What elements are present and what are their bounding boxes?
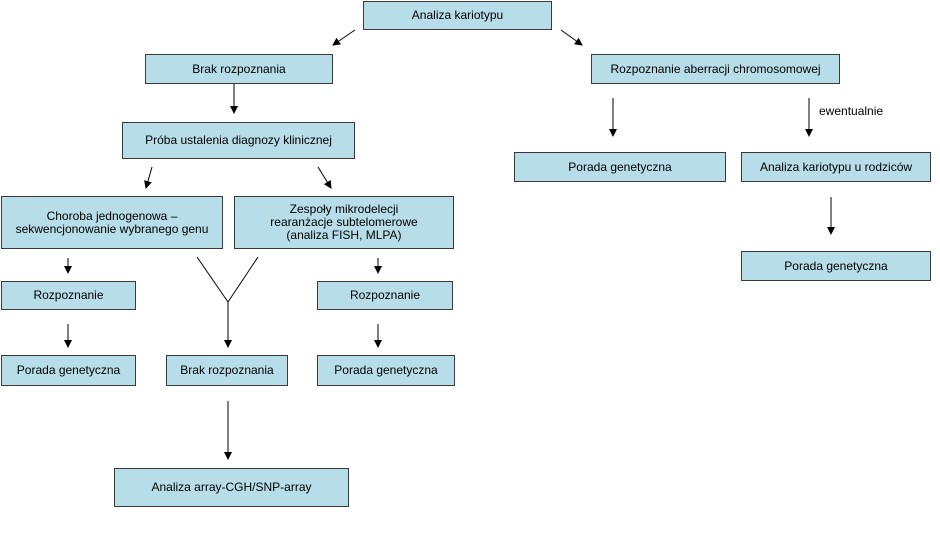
node-counseling-mid-label: Porada genetyczna — [334, 363, 438, 377]
node-microdeletion-syndromes-label: Zespoły mikrodelecji rearanżacje subtelo… — [270, 202, 418, 242]
edge-label-optional: ewentualnie — [819, 104, 884, 118]
node-no-diagnosis-top: Brak rozpoznania — [145, 54, 333, 84]
node-clinical-diagnosis-attempt: Próba ustalenia diagnozy klinicznej — [122, 122, 355, 159]
node-no-diagnosis-mid: Brak rozpoznania — [166, 355, 288, 386]
merge-line-left — [196, 256, 229, 303]
node-counseling-parents: Porada genetyczna — [741, 251, 931, 281]
arrow-clinical-to-single-gene — [144, 166, 153, 189]
node-karyotype-analysis: Analiza kariotypu — [363, 1, 552, 30]
node-no-diagnosis-top-label: Brak rozpoznania — [192, 61, 286, 76]
node-microdeletion-syndromes: Zespoły mikrodelecji rearanżacje subtelo… — [234, 196, 454, 249]
node-counseling-mid: Porada genetyczna — [317, 355, 455, 386]
merge-line-right — [227, 256, 259, 303]
node-array-analysis-label: Analiza array-CGH/SNP-array — [151, 480, 312, 494]
node-karyotype-analysis-label: Analiza kariotypu — [411, 8, 504, 22]
node-diagnosis-left: Rozpoznanie — [1, 281, 136, 310]
node-diagnosis-left-label: Rozpoznanie — [33, 288, 104, 302]
node-counseling-left: Porada genetyczna — [1, 355, 136, 386]
node-no-diagnosis-mid-label: Brak rozpoznania — [180, 363, 274, 377]
node-parents-karyotype: Analiza kariotypu u rodziców — [741, 152, 931, 182]
node-diagnosis-right: Rozpoznanie — [317, 281, 453, 310]
node-counseling-left-label: Porada genetyczna — [16, 363, 121, 377]
node-counseling-parents-label: Porada genetyczna — [784, 258, 888, 273]
node-chromosomal-aberration-label: Rozpoznanie aberracji chromosomowej — [610, 61, 821, 76]
node-parents-karyotype-label: Analiza kariotypu u rodziców — [759, 159, 913, 174]
node-chromosomal-aberration: Rozpoznanie aberracji chromosomowej — [591, 54, 840, 84]
node-array-analysis: Analiza array-CGH/SNP-array — [114, 468, 349, 507]
node-counseling-aberration-label: Porada genetyczna — [568, 159, 672, 174]
node-counseling-aberration: Porada genetyczna — [514, 152, 726, 182]
arrow-root-to-aberration — [560, 29, 583, 46]
node-single-gene-disease-label: Choroba jednogenowa – sekwencjonowanie w… — [15, 208, 209, 236]
node-clinical-diagnosis-attempt-label: Próba ustalenia diagnozy klinicznej — [145, 133, 332, 147]
arrow-root-to-no-diagnosis — [332, 29, 356, 46]
node-single-gene-disease: Choroba jednogenowa – sekwencjonowanie w… — [1, 196, 223, 249]
arrow-clinical-to-microdeletion — [317, 166, 332, 189]
node-diagnosis-right-label: Rozpoznanie — [349, 288, 421, 302]
